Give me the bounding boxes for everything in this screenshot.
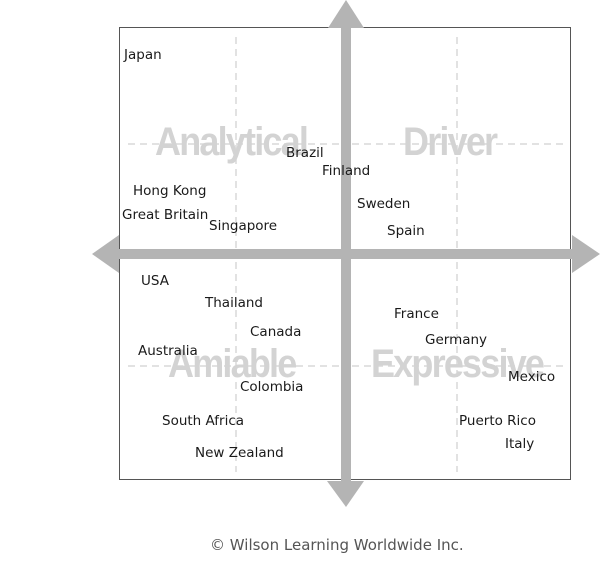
country-label: New Zealand bbox=[195, 445, 284, 461]
country-label: Mexico bbox=[508, 369, 556, 385]
quadrant-label-expressive: Expressive bbox=[371, 342, 545, 386]
country-label: Sweden bbox=[357, 196, 411, 212]
arrow-down-icon bbox=[327, 481, 364, 507]
country-label: Spain bbox=[387, 223, 425, 239]
country-label: USA bbox=[141, 273, 169, 289]
country-label: Thailand bbox=[205, 295, 263, 311]
country-label: Brazil bbox=[286, 145, 324, 161]
quadrant-label-amiable: Amiable bbox=[168, 342, 297, 386]
country-label: Puerto Rico bbox=[459, 413, 536, 429]
horizontal-axis-shaft bbox=[118, 249, 573, 259]
country-label: Canada bbox=[250, 324, 302, 340]
quadrant-label-driver: Driver bbox=[403, 120, 498, 164]
copyright-footer: © Wilson Learning Worldwide Inc. bbox=[210, 536, 464, 554]
country-label: France bbox=[394, 306, 439, 322]
country-label: Great Britain bbox=[122, 207, 209, 223]
country-label: South Africa bbox=[162, 413, 245, 429]
arrow-right-icon bbox=[572, 235, 600, 273]
country-label: Finland bbox=[322, 163, 371, 179]
country-label: Hong Kong bbox=[133, 183, 207, 199]
country-label: Singapore bbox=[209, 218, 278, 234]
country-label: Italy bbox=[505, 436, 535, 452]
dashed-gridlines bbox=[128, 37, 563, 472]
country-label: Japan bbox=[124, 47, 162, 63]
country-label: Australia bbox=[138, 343, 198, 359]
quadrant-label-analytical: Analytical bbox=[155, 120, 309, 164]
country-label: Colombia bbox=[240, 379, 304, 395]
arrow-left-icon bbox=[92, 235, 119, 273]
arrow-up-icon bbox=[328, 0, 364, 28]
country-label: Germany bbox=[425, 332, 488, 348]
